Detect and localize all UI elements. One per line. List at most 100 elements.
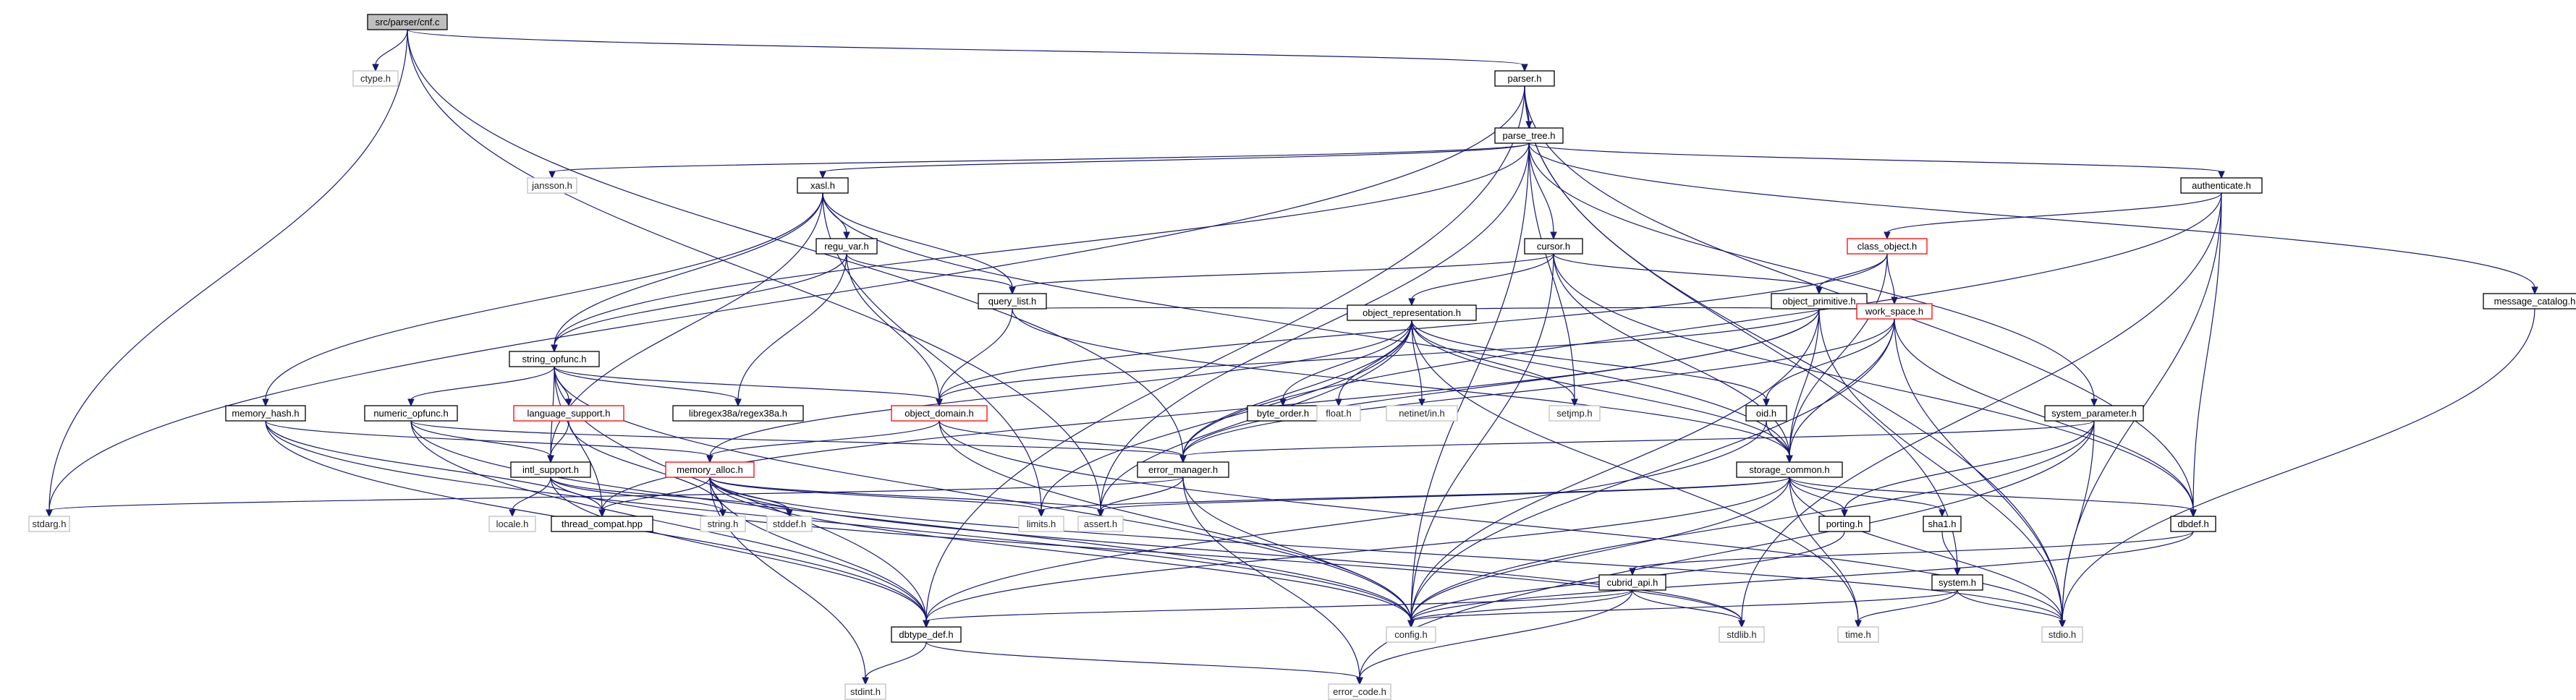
node-message-catalog[interactable]: message_catalog.h [2483, 293, 2576, 310]
node-object-primitive[interactable]: object_primitive.h [1771, 293, 1868, 310]
arrowhead-oid-to-storage_common [1786, 455, 1793, 464]
node-label: dbtype_def.h [899, 629, 953, 640]
node-string-h[interactable]: string.h [700, 516, 746, 532]
node-storage-common[interactable]: storage_common.h [1736, 461, 1843, 478]
node-parser-h[interactable]: parser.h [1494, 70, 1555, 87]
node-box [1137, 461, 1229, 478]
arrowhead-object_domain-to-memory_alloc [706, 455, 713, 464]
node-object-representation[interactable]: object_representation.h [1347, 304, 1477, 321]
node-label: language_support.h [528, 408, 611, 419]
node-class-object[interactable]: class_object.h [1847, 238, 1928, 255]
node-box [700, 516, 746, 532]
node-thread-compat[interactable]: thread_compat.hpp [551, 516, 653, 532]
node-label: xasl.h [810, 180, 835, 191]
edge-string_opfunc-to-libregex [554, 366, 739, 401]
node-jansson[interactable]: jansson.h [527, 177, 577, 194]
arrowhead-language_support-to-intl_support [547, 455, 554, 464]
node-sha1[interactable]: sha1.h [1923, 516, 1962, 532]
edge-system_h-to-time_h [1857, 589, 1958, 622]
node-box [815, 238, 878, 255]
node-setjmp[interactable]: setjmp.h [1548, 405, 1601, 422]
node-authenticate[interactable]: authenticate.h [2180, 177, 2263, 194]
node-parser-c[interactable]: src/parser/cnf.c [367, 14, 448, 30]
node-label: stdarg.h [33, 518, 67, 529]
edge-sha1-to-system_h [1941, 531, 1958, 570]
edge-object_domain-to-stdio [939, 420, 2063, 622]
node-stdint[interactable]: stdint.h [844, 683, 886, 700]
node-error-manager[interactable]: error_manager.h [1137, 461, 1229, 478]
node-locale[interactable]: locale.h [488, 516, 536, 532]
node-label: memory_hash.h [232, 408, 299, 419]
arrowhead-xasl-to-memory_hash [262, 398, 269, 407]
node-box [2170, 516, 2216, 532]
node-box [1837, 626, 1879, 643]
edge-string_opfunc-to-numeric_opfunc [410, 366, 555, 401]
edge-storage_common-to-porting [1789, 477, 1845, 511]
node-float-h[interactable]: float.h [1316, 405, 1361, 422]
node-box [1494, 70, 1555, 87]
node-stdio[interactable]: stdio.h [2041, 626, 2083, 643]
edge-intl_support-to-dbtype_def [550, 477, 927, 622]
node-byte-order[interactable]: byte_order.h [1247, 405, 1319, 422]
edge-cursor-to-query_list [1012, 253, 1554, 289]
node-limits[interactable]: limits.h [1018, 516, 1064, 532]
arrowhead-system_h-to-time_h [1855, 620, 1862, 628]
node-dbtype-def[interactable]: dbtype_def.h [891, 626, 962, 643]
arrowhead-regu_var-to-string_opfunc [551, 344, 558, 353]
node-label: parse_tree.h [1503, 130, 1556, 141]
node-stddef[interactable]: stddef.h [766, 516, 813, 532]
node-regu-var[interactable]: regu_var.h [815, 238, 878, 255]
edge-parser_c-to-stdarg [48, 29, 408, 511]
node-dbdef[interactable]: dbdef.h [2170, 516, 2216, 532]
node-memory-alloc[interactable]: memory_alloc.h [665, 461, 755, 478]
node-box [978, 293, 1047, 310]
node-stdlib[interactable]: stdlib.h [1719, 626, 1765, 643]
arrowhead-storage_common-to-dbdef [2190, 509, 2197, 518]
arrowhead-system_h-to-config [1407, 620, 1415, 628]
node-error-code[interactable]: error_code.h [1328, 683, 1391, 700]
node-numeric-opfunc[interactable]: numeric_opfunc.h [364, 405, 458, 422]
node-assert[interactable]: assert.h [1077, 516, 1124, 532]
node-memory-hash[interactable]: memory_hash.h [225, 405, 306, 422]
node-time-h[interactable]: time.h [1837, 626, 1879, 643]
edge-regu_var-to-libregex [737, 253, 847, 401]
node-box [1598, 574, 1666, 591]
node-parse-tree[interactable]: parse_tree.h [1494, 127, 1564, 144]
node-label: system.h [1939, 577, 1976, 588]
node-label: message_catalog.h [2494, 296, 2576, 307]
node-box [513, 405, 624, 422]
node-cursor[interactable]: cursor.h [1524, 238, 1583, 255]
edge-error_manager-to-stdarg [48, 477, 1184, 511]
node-label: src/parser/cnf.c [376, 17, 440, 27]
node-system-parameter[interactable]: system_parameter.h [2044, 405, 2144, 422]
node-ctype[interactable]: ctype.h [352, 70, 399, 87]
node-work-space[interactable]: work_space.h [1856, 303, 1933, 320]
edge-object_domain-to-config [939, 420, 1412, 622]
node-oid[interactable]: oid.h [1745, 405, 1787, 422]
arrowhead-cubrid_api-to-stdlib [1738, 620, 1745, 628]
edge-cubrid_api-to-stdlib [1632, 589, 1742, 622]
node-object-domain[interactable]: object_domain.h [891, 405, 988, 422]
arrowhead-dbdef-to-cubrid_api [1629, 568, 1636, 576]
node-libregex[interactable]: libregex38a/regex38a.h [672, 405, 804, 422]
node-box [1856, 303, 1933, 320]
node-label: string_opfunc.h [522, 354, 587, 364]
node-query-list[interactable]: query_list.h [978, 293, 1047, 310]
node-config[interactable]: config.h [1386, 626, 1436, 643]
edge-message_catalog-to-stdio [2062, 308, 2535, 622]
node-string-opfunc[interactable]: string_opfunc.h [509, 351, 600, 367]
node-cubrid-api[interactable]: cubrid_api.h [1598, 574, 1666, 591]
arrowhead-parser_c-to-parser_h [1521, 64, 1528, 72]
node-language-support[interactable]: language_support.h [513, 405, 624, 422]
node-label: ctype.h [360, 73, 391, 84]
node-intl-support[interactable]: intl_support.h [510, 461, 591, 478]
node-box [1745, 405, 1787, 422]
edge-object_representation-to-memory_alloc [709, 320, 1412, 457]
edge-parse_tree-to-system_parameter [1528, 142, 2095, 401]
node-stdarg[interactable]: stdarg.h [28, 516, 70, 532]
node-porting[interactable]: porting.h [1818, 516, 1870, 532]
node-system-h[interactable]: system.h [1931, 574, 1983, 591]
edge-object_domain-to-error_manager [939, 420, 1184, 457]
node-netinet[interactable]: netinet/in.h [1386, 405, 1458, 422]
node-xasl[interactable]: xasl.h [797, 177, 849, 194]
